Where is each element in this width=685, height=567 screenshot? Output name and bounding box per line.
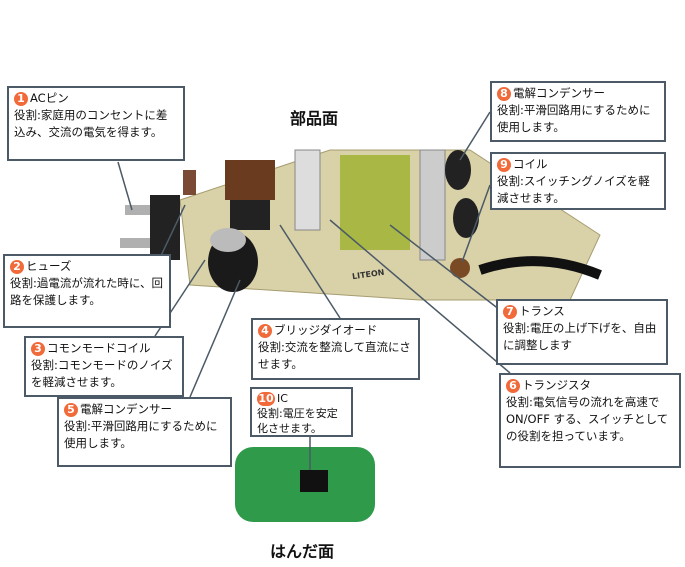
coil (450, 258, 470, 278)
number-badge: 6 (506, 379, 520, 393)
transformer (340, 155, 410, 250)
part-name: ACピン (30, 91, 69, 105)
common-mode-coil (225, 160, 275, 200)
number-badge: 3 (31, 342, 45, 356)
part-name: コイル (513, 157, 548, 171)
ac-pin (120, 238, 152, 248)
number-badge: 10 (257, 392, 275, 406)
number-badge: 1 (14, 92, 28, 106)
component-side-title: 部品面 (290, 109, 339, 128)
part-desc: 役割:交流を整流して直流にさせます。 (258, 340, 411, 371)
part-desc: 役割:スイッチングノイズを軽減させます。 (497, 174, 650, 205)
number-badge: 4 (258, 324, 272, 338)
part-desc: 役割:電圧の上げ下げを、自由に調整します (503, 321, 657, 352)
number-badge: 5 (64, 403, 78, 417)
solder-side-title: はんだ面 (270, 542, 335, 561)
number-badge: 9 (497, 158, 511, 172)
part-desc: 役割:家庭用のコンセントに差込み、交流の電気を得ます。 (14, 108, 168, 139)
ic-board-photo (235, 447, 375, 522)
part-name: ヒューズ (26, 259, 72, 273)
ac-pin (125, 205, 155, 215)
number-badge: 8 (497, 87, 511, 101)
part-name: IC (277, 392, 288, 405)
part-name: 電解コンデンサー (513, 86, 605, 100)
part-desc: 役割:過電流が流れた時に、回路を保護します。 (10, 276, 164, 307)
part-name: トランス (519, 304, 565, 318)
number-badge: 2 (10, 260, 24, 274)
leader-lines (117, 111, 511, 470)
part-name: 電解コンデンサー (80, 402, 172, 416)
capacitor-8 (445, 150, 471, 190)
part-desc: 役割:平滑回路用にするために使用します。 (497, 103, 651, 134)
part-desc: 役割:平滑回路用にするために使用します。 (64, 419, 218, 450)
part-desc: 役割:電気信号の流れを高速で ON/OFF する、スイッチとしての役割を担ってい… (506, 395, 669, 443)
part-desc: 役割:電圧を安定化させます。 (257, 407, 338, 435)
part-name: トランジスタ (522, 378, 591, 392)
ic-chip (300, 470, 328, 492)
part-name: コモンモードコイル (47, 341, 151, 355)
number-badge: 7 (503, 305, 517, 319)
part-desc: 役割:コモンモードのノイズを軽減させます。 (31, 358, 173, 389)
part-name: ブリッジダイオード (274, 323, 378, 337)
